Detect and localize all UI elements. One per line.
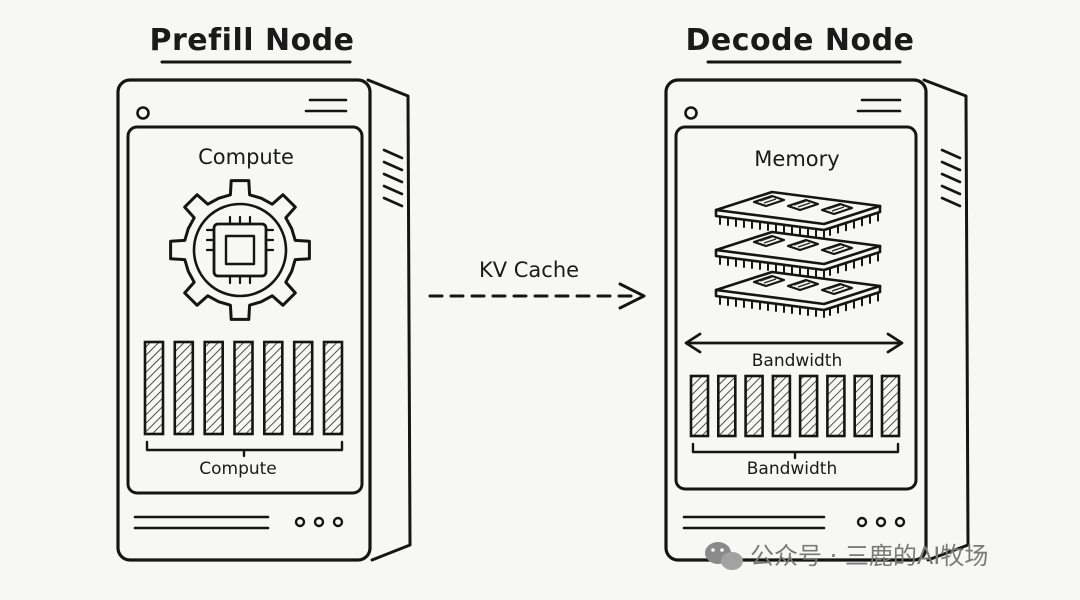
decode-server-side [922, 78, 970, 562]
bandwidth-double-arrow [684, 332, 904, 354]
wechat-icon [705, 542, 743, 570]
prefill-top-vents [304, 98, 348, 113]
prefill-compute-bar [143, 340, 165, 436]
decode-top-vents [856, 98, 902, 113]
memory-module [714, 190, 882, 238]
decode-middle-label: Bandwidth [752, 351, 843, 371]
decode-top-label: Memory [754, 147, 839, 171]
decode-bandwidth-bar [826, 374, 846, 438]
prefill-compute-bar [203, 340, 224, 436]
memory-module [714, 270, 882, 318]
watermark: 公众号 · 三鹿的AI牧场 [705, 542, 988, 570]
watermark-text: 公众号 · 三鹿的AI牧场 [750, 542, 988, 570]
decode-screen [674, 125, 918, 491]
arrow-right-icon [618, 282, 646, 310]
decode-bandwidth-bar [744, 374, 764, 438]
decode-side-vents [940, 148, 962, 208]
prefill-compute-bar [262, 340, 284, 436]
memory-modules-icon [714, 190, 882, 318]
prefill-power-button-icon [136, 106, 150, 120]
decode-node: Decode Node Memory Bandwidth Band [664, 23, 970, 562]
prefill-bottom-label: Compute [199, 459, 277, 479]
prefill-status-lights [294, 516, 344, 528]
decode-status-lights [856, 516, 906, 528]
prefill-screen [126, 125, 364, 495]
decode-bars-bracket [691, 442, 900, 460]
prefill-top-label: Compute [198, 145, 294, 169]
gear-chip-icon [169, 179, 311, 321]
prefill-server-side [366, 78, 412, 562]
decode-bandwidth-bar [689, 374, 710, 438]
prefill-compute-bar [322, 340, 344, 436]
prefill-compute-bar [233, 340, 254, 436]
prefill-server-body [116, 78, 372, 562]
kv-cache-transfer: KV Cache [428, 258, 646, 310]
decode-bottom-vents [682, 515, 826, 530]
prefill-bottom-vents [133, 515, 270, 530]
decode-bandwidth-bars [689, 374, 901, 438]
decode-bandwidth-bar [798, 374, 819, 438]
decode-bandwidth-bar [771, 374, 792, 438]
decode-power-button-icon [684, 106, 698, 120]
prefill-compute-bar [173, 340, 195, 436]
decode-bottom-label: Bandwidth [747, 459, 838, 479]
prefill-node: Prefill Node Compute [116, 23, 412, 562]
prefill-bars-bracket [145, 440, 344, 458]
prefill-compute-bars [143, 340, 344, 436]
decode-server-body [664, 78, 928, 562]
kv-cache-label: KV Cache [479, 258, 579, 282]
prefill-node-title: Prefill Node [149, 23, 354, 58]
decode-node-title: Decode Node [686, 23, 915, 58]
prefill-compute-bar [292, 340, 314, 436]
decode-bandwidth-bar [853, 374, 874, 438]
prefill-side-vents [382, 148, 404, 208]
decode-bandwidth-bar [880, 374, 901, 438]
decode-bandwidth-bar [716, 374, 737, 438]
memory-module [714, 230, 882, 278]
